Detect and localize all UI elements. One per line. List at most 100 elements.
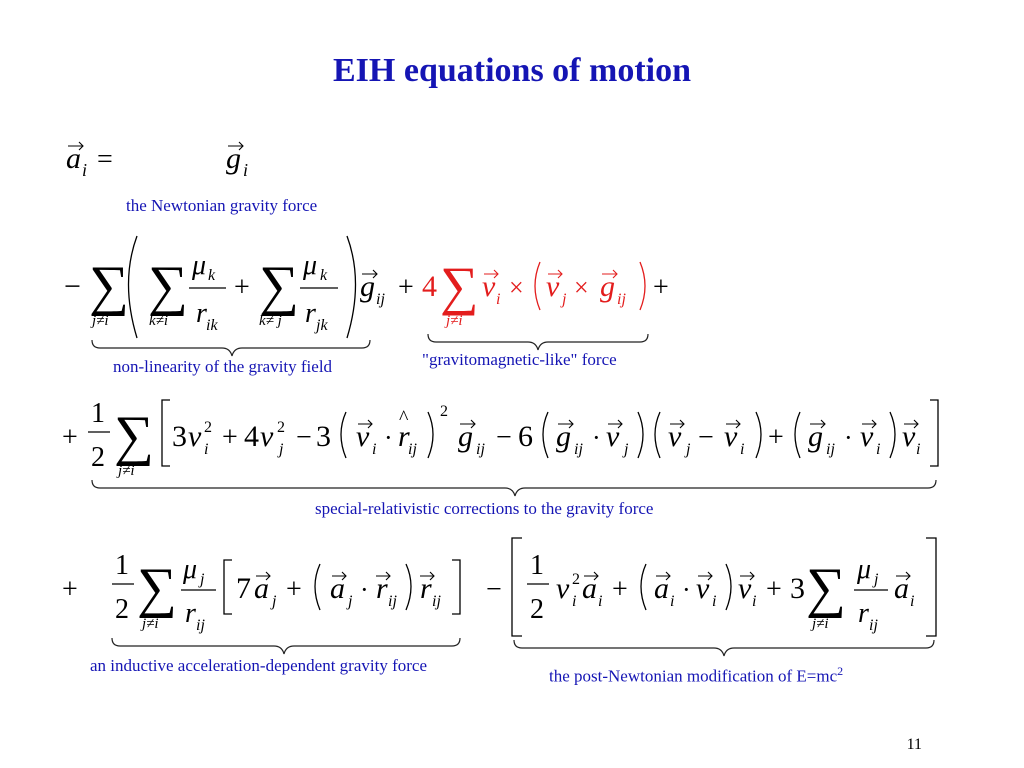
svg-text:v: v [356,420,370,453]
svg-text:2: 2 [572,571,580,588]
svg-text:v: v [738,572,752,605]
svg-text:j: j [346,593,353,610]
caption-inductive: an inductive acceleration-dependent grav… [90,656,427,675]
svg-text:v: v [260,420,274,453]
svg-text:i: i [740,441,744,458]
svg-text:ij: ij [617,291,626,308]
svg-text:v: v [482,270,496,303]
svg-text:ij: ij [476,441,485,458]
svg-text:·: · [384,423,393,452]
svg-text:v: v [188,420,202,453]
svg-text:×: × [509,273,524,302]
svg-text:a: a [330,572,345,605]
svg-text:a: a [254,572,269,605]
svg-text:+: + [653,272,669,303]
eq-g-symbol: g [226,142,241,175]
svg-text:3: 3 [172,420,187,453]
svg-text:1: 1 [115,550,129,581]
svg-text:i: i [752,593,756,610]
svg-text:×: × [574,273,589,302]
svg-text:a: a [582,572,597,605]
svg-text:j: j [872,571,879,588]
svg-text:∑: ∑ [89,255,129,317]
svg-text:j≠i: j≠i [140,616,159,632]
svg-text:ij: ij [432,593,441,610]
svg-text:r: r [376,572,388,605]
svg-text:∑: ∑ [114,405,154,467]
svg-text:k≠ j: k≠ j [259,313,282,329]
svg-text:3: 3 [790,572,805,605]
svg-text:^: ^ [399,407,409,429]
svg-text:+: + [766,574,782,605]
caption-postnewtonian-sup: 2 [837,664,844,678]
svg-text:ij: ij [826,441,835,458]
svg-text:2: 2 [91,442,105,473]
svg-text:−: − [486,574,502,605]
svg-text:j: j [277,441,284,458]
svg-text:2: 2 [115,594,129,625]
svg-text:∑: ∑ [137,557,177,619]
gravitomagnetic-term: 4 ∑ j≠i v i × v j × g ij [422,256,646,329]
caption-gravitomagnetic: "gravitomagnetic-like" force [422,350,617,369]
svg-text:4: 4 [422,270,437,303]
svg-text:r: r [858,598,869,629]
svg-text:∑: ∑ [806,557,846,619]
svg-text:j≠i: j≠i [116,463,135,479]
svg-text:μ: μ [856,554,871,585]
svg-text:·: · [592,423,601,452]
svg-text:7: 7 [236,572,251,605]
svg-text:v: v [860,420,874,453]
svg-text:−: − [64,270,81,303]
svg-text:j≠i: j≠i [810,616,829,632]
svg-text:+: + [62,574,78,605]
svg-text:j: j [684,441,691,458]
svg-text:j≠i: j≠i [90,313,109,329]
svg-text:ij: ij [196,617,205,634]
svg-text:−: − [496,422,512,453]
svg-text:2: 2 [204,419,212,436]
svg-text:μ: μ [191,250,206,281]
svg-text:g: g [556,420,571,453]
svg-text:ik: ik [206,317,218,334]
svg-text:i: i [712,593,716,610]
svg-text:3: 3 [316,420,331,453]
svg-text:g: g [360,270,375,303]
svg-text:+: + [286,574,302,605]
svg-text:r: r [185,598,196,629]
svg-text:i: i [598,593,602,610]
svg-text:·: · [682,575,691,604]
svg-text:r: r [305,298,316,329]
svg-text:a: a [894,572,909,605]
caption-postnewtonian: the post-Newtonian modification of E=mc2 [549,664,843,687]
slide-title: EIH equations of motion [333,52,691,89]
svg-text:v: v [724,420,738,453]
svg-text:v: v [902,420,916,453]
eq-a-sub: i [82,160,87,180]
svg-text:ij: ij [869,617,878,634]
svg-text:·: · [844,423,853,452]
svg-text:6: 6 [518,420,533,453]
eq-line-4: + 1 2 ∑ j≠i μ j r ij 7 a j + a j · r ij [62,537,937,657]
svg-text:ij: ij [574,441,583,458]
svg-text:−: − [296,422,312,453]
eq-line-1: a i = g i [66,141,248,180]
svg-text:μ: μ [302,250,317,281]
svg-text:g: g [600,270,615,303]
svg-text:i: i [496,291,500,308]
caption-nonlinearity: non-linearity of the gravity field [113,357,333,376]
postnewtonian-brace [513,639,935,657]
svg-text:j: j [622,441,629,458]
svg-text:2: 2 [530,594,544,625]
svg-text:2: 2 [440,403,448,420]
svg-text:·: · [360,575,369,604]
eq-equals: = [97,144,113,175]
svg-text:−: − [698,422,714,453]
svg-text:+: + [62,422,78,453]
caption-relativistic: special-relativistic corrections to the … [315,499,654,518]
svg-text:k≠i: k≠i [149,313,168,329]
svg-text:ij: ij [408,441,417,458]
svg-text:a: a [654,572,669,605]
svg-text:r: r [196,298,207,329]
